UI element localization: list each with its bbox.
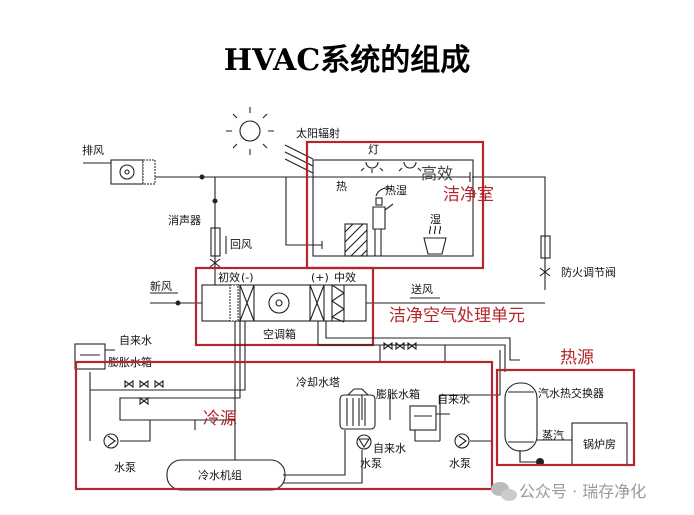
- lamp-label: 灯: [368, 143, 379, 156]
- valve-icon: [209, 258, 221, 268]
- pump-label-2: 水泵: [360, 457, 382, 470]
- steam-water-heat-exchanger: [504, 382, 538, 452]
- cold-source-title: 冷源: [203, 409, 237, 429]
- supply-air-label: 送风: [411, 282, 433, 296]
- heat-exchanger-label: 汽水热交换器: [538, 386, 604, 400]
- heat-label: 热: [336, 180, 347, 193]
- expansion-tank-label-2: 膨胀水箱: [376, 387, 420, 401]
- plus-label: (+): [311, 271, 329, 284]
- wechat-icon: [491, 482, 517, 501]
- supply-duct: [462, 172, 546, 290]
- fresh-air-label: 新风: [150, 279, 172, 293]
- supply-filter: [540, 235, 551, 259]
- pump-label-1: 水泵: [114, 461, 136, 474]
- valve-group-icon: [383, 341, 417, 351]
- clean-room-title: 洁净室: [443, 185, 494, 205]
- exhaust-fan: [110, 159, 156, 185]
- cold-source-section: [74, 360, 494, 491]
- tap-water-label-1: 自来水: [119, 334, 152, 347]
- ahu-section: [194, 266, 375, 347]
- cooling-tower-label: 冷却水塔: [296, 376, 340, 389]
- sun-icon: [226, 107, 274, 155]
- chiller-label: 冷水机组: [198, 468, 242, 482]
- lamp-icon: [360, 161, 422, 173]
- water-level: [80, 349, 115, 356]
- air-handling-unit: [201, 284, 367, 323]
- ahu-section-title: 洁净空气处理单元: [389, 306, 525, 326]
- silencer-label: 消声器: [168, 213, 201, 227]
- tap-water-label-3: 自来水: [373, 442, 406, 455]
- tap-water-label-2: 自来水: [437, 393, 470, 406]
- person-icon: [372, 187, 394, 256]
- pump-icon: [454, 433, 470, 449]
- damper-icon: [212, 198, 218, 204]
- exhaust-label: 排风: [82, 143, 104, 157]
- pump-label-3: 水泵: [449, 457, 471, 470]
- hepa-label: 高效: [421, 164, 453, 183]
- medium-filter-label: 中效: [334, 270, 356, 284]
- heat-humid-label: 热湿: [385, 184, 407, 197]
- silencer: [210, 227, 221, 257]
- humidifier-pot-icon: [423, 225, 447, 255]
- heat-source-section: [495, 368, 636, 467]
- pump-icon: [103, 433, 119, 449]
- humid-label: 湿: [430, 213, 441, 226]
- ahu-box-label: 空调箱: [263, 327, 296, 341]
- cooling-tower: [339, 388, 376, 430]
- valve-group-icon: [124, 379, 164, 406]
- fire-damper-icon: [539, 267, 551, 277]
- equipment-box: [344, 223, 368, 257]
- damper-icon: [175, 300, 181, 306]
- clean-room-walls: [312, 159, 474, 257]
- expansion-tank-left: [74, 343, 106, 370]
- solar-label: 太阳辐射: [296, 126, 340, 140]
- water-level: [414, 413, 450, 417]
- clean-room-section: [305, 140, 485, 270]
- watermark-text: 公众号 · 瑞存净化: [519, 482, 646, 501]
- steam-label: 蒸汽: [542, 428, 564, 442]
- expansion-tank-right: [409, 405, 437, 431]
- solar-rays: [284, 144, 314, 174]
- fire-damper-label: 防火调节阀: [561, 265, 616, 279]
- pump-icon: [356, 434, 372, 450]
- boiler-room-label: 锅炉房: [583, 438, 616, 451]
- return-air-label: 回风: [230, 238, 252, 251]
- damper-icon: [199, 174, 205, 180]
- steam-pipe: [508, 391, 572, 463]
- supply-air-duct: [366, 297, 545, 304]
- minus-label: (-): [241, 271, 254, 284]
- primary-filter-label: 初效: [218, 270, 240, 284]
- page-title: HVAC系统的组成: [224, 43, 470, 78]
- heat-source-title: 热源: [560, 348, 594, 368]
